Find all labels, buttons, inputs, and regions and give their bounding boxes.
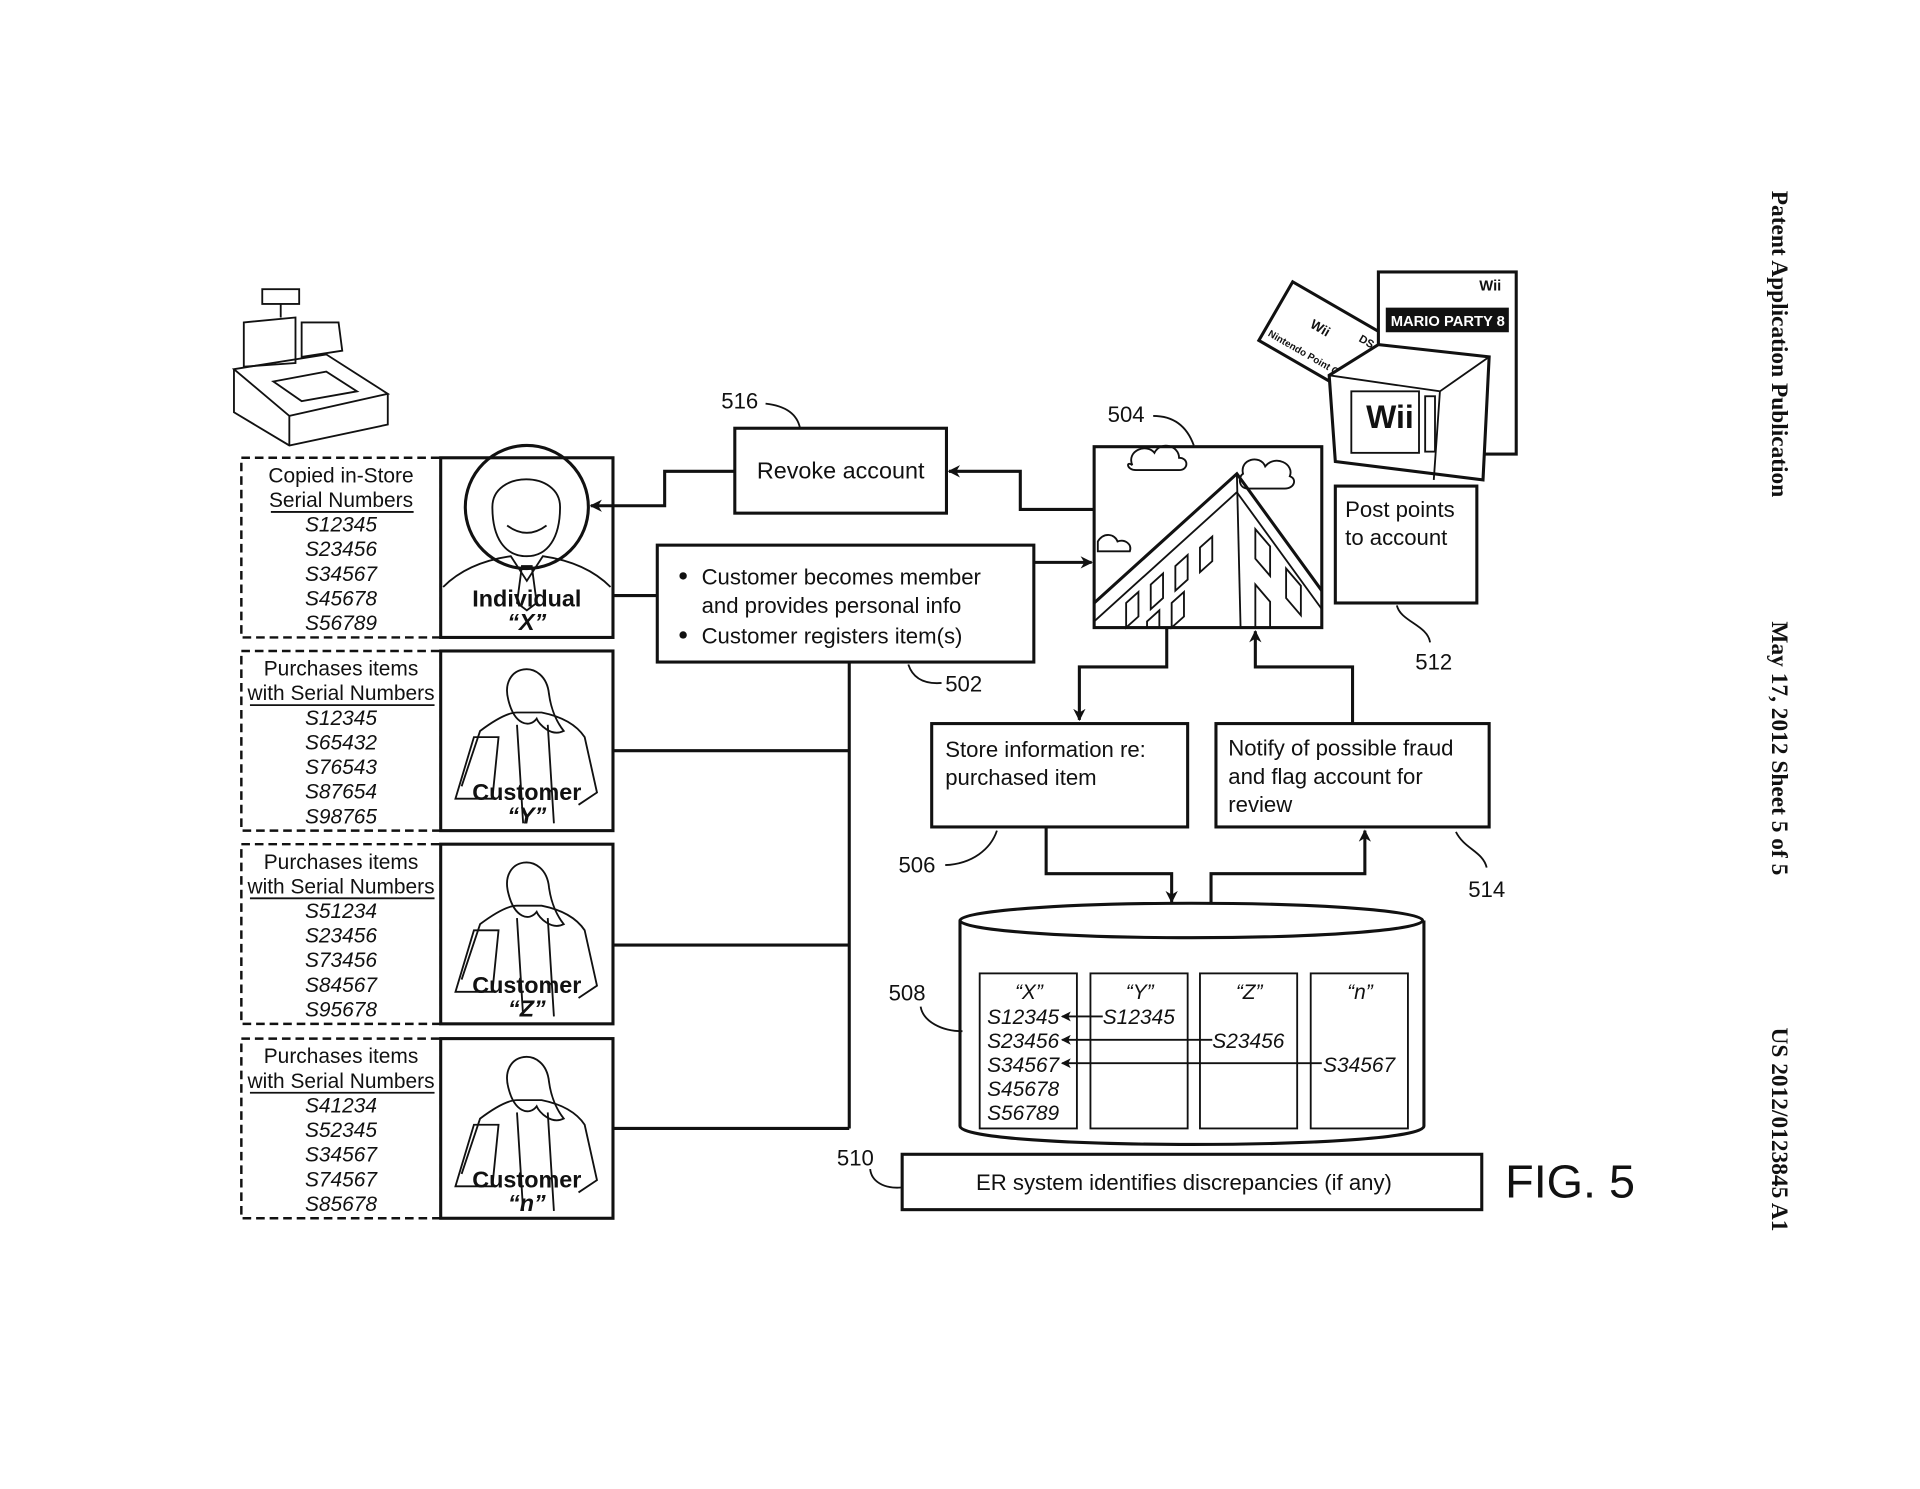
serial-number: S51234 <box>305 900 377 923</box>
serial-number: S12345 <box>305 514 377 537</box>
panel-title-line1: Purchases items <box>264 658 419 681</box>
panel-title-line2: Serial Numbers <box>269 489 413 512</box>
patent-header: Patent Application Publication May 17, 2… <box>1766 191 1792 1232</box>
customer-panels: Copied in-StoreSerial NumbersS12345S2345… <box>241 445 613 1218</box>
serial-number: S73456 <box>305 949 377 972</box>
ref-510: 510 <box>837 1145 874 1170</box>
arrow-to-store-info <box>1079 628 1166 720</box>
serial-number: S74567 <box>305 1168 378 1191</box>
serial-entry: S56789 <box>987 1102 1059 1125</box>
panel-person-label: Customer <box>472 779 581 805</box>
publication-title: Patent Application Publication <box>1766 191 1792 498</box>
panel-person-id: “X” <box>507 609 546 635</box>
office-building-icon: 504 <box>1094 402 1322 628</box>
er-system-box: ER system identifies discrepancies (if a… <box>837 1145 1482 1209</box>
notify-line2: and flag account for <box>1228 764 1422 789</box>
serial-number: S23456 <box>305 538 377 561</box>
post-points-line2: to account <box>1345 525 1447 550</box>
bullet-become-member: Customer becomes member <box>702 565 981 590</box>
notify-line1: Notify of possible fraud <box>1228 736 1453 761</box>
serial-entry: S23456 <box>1212 1030 1284 1053</box>
panel-person-label: Customer <box>472 972 581 998</box>
svg-text:Wii: Wii <box>1479 278 1501 294</box>
post-points-box: Post points to account 512 <box>1335 486 1477 674</box>
panel-title-line2: with Serial Numbers <box>246 682 434 705</box>
serial-number: S84567 <box>305 974 378 997</box>
ref-508: 508 <box>889 980 926 1005</box>
store-info-line2: purchased item <box>945 765 1096 790</box>
revoke-account-box: Revoke account 516 <box>721 389 946 514</box>
customer-panel: Copied in-StoreSerial NumbersS12345S2345… <box>241 445 613 637</box>
serial-entry: S23456 <box>987 1030 1059 1053</box>
panel-person-id: “Y” <box>507 802 546 828</box>
arrow-database-to-notify <box>1211 831 1365 906</box>
notify-line3: review <box>1228 792 1293 817</box>
customer-panel: Purchases itemswith Serial NumbersS12345… <box>241 651 613 831</box>
serial-entry: S34567 <box>1323 1054 1396 1077</box>
ref-502: 502 <box>945 672 982 697</box>
ref-516: 516 <box>721 389 758 414</box>
panel-title-line1: Copied in-Store <box>268 464 413 487</box>
mario-party-logo: MARIO PARTY 8 <box>1391 314 1505 330</box>
database-cylinder: 508 “X”S12345S23456S34567S45678S56789“Y”… <box>889 903 1424 1144</box>
er-system-label: ER system identifies discrepancies (if a… <box>976 1170 1392 1195</box>
date-sheet: May 17, 2012 Sheet 5 of 5 <box>1766 621 1792 875</box>
serial-number: S87654 <box>305 781 377 804</box>
panel-title-line1: Purchases items <box>264 1045 419 1068</box>
panel-connectors <box>613 596 849 1129</box>
panel-person-label: Individual <box>472 586 581 612</box>
figure-label: FIG. 5 <box>1505 1155 1635 1207</box>
column-header: “Y” <box>1126 981 1155 1004</box>
customer-panel: Purchases itemswith Serial NumbersS41234… <box>241 1039 613 1219</box>
serial-number: S34567 <box>305 1144 378 1167</box>
panel-title-line1: Purchases items <box>264 851 419 874</box>
revoke-account-label: Revoke account <box>757 458 925 484</box>
arrow-to-database <box>1046 827 1172 902</box>
cash-register-icon <box>234 289 388 445</box>
store-information-box: Store information re: purchased item 506 <box>898 724 1187 878</box>
serial-entry: S12345 <box>1103 1006 1175 1029</box>
column-header: “Z” <box>1236 981 1264 1004</box>
panel-person-id: “Z” <box>508 995 546 1021</box>
bullet-register-items: Customer registers item(s) <box>702 624 963 649</box>
post-points-line1: Post points <box>1345 497 1455 522</box>
serial-number: S23456 <box>305 925 377 948</box>
serial-entry: S45678 <box>987 1078 1059 1101</box>
serial-number: S12345 <box>305 707 377 730</box>
column-header: “n” <box>1347 981 1374 1004</box>
patent-number: US 2012/0123845 A1 <box>1766 1028 1792 1232</box>
notify-fraud-box: Notify of possible fraud and flag accoun… <box>1216 724 1505 903</box>
wii-logo: Wii <box>1366 399 1414 435</box>
serial-number: S95678 <box>305 998 377 1021</box>
serial-entry: S12345 <box>987 1006 1059 1029</box>
panel-title-line2: with Serial Numbers <box>246 1070 434 1093</box>
serial-number: S98765 <box>305 805 377 828</box>
column-header: “X” <box>1015 981 1044 1004</box>
member-registration-box: Customer becomes member and provides per… <box>657 545 1034 696</box>
arrow-to-revoke <box>949 471 1094 509</box>
panel-person-label: Customer <box>472 1167 581 1193</box>
ref-512: 512 <box>1415 649 1452 674</box>
serial-entry: S34567 <box>987 1054 1060 1077</box>
serial-number: S52345 <box>305 1119 377 1142</box>
store-info-line1: Store information re: <box>945 737 1146 762</box>
serial-number: S65432 <box>305 731 377 754</box>
serial-number: S45678 <box>305 587 377 610</box>
serial-number: S34567 <box>305 563 378 586</box>
customer-panel: Purchases itemswith Serial NumbersS51234… <box>241 844 613 1024</box>
ref-506: 506 <box>898 852 935 877</box>
arrow-notify-to-building <box>1255 631 1352 723</box>
serial-number: S85678 <box>305 1193 377 1216</box>
ref-504: 504 <box>1108 402 1145 427</box>
serial-number: S56789 <box>305 612 377 635</box>
serial-number: S76543 <box>305 756 377 779</box>
bullet-personal-info: and provides personal info <box>702 593 962 618</box>
ref-514: 514 <box>1468 877 1505 902</box>
panel-person-id: “n” <box>508 1190 546 1216</box>
panel-title-line2: with Serial Numbers <box>246 875 434 898</box>
serial-number: S41234 <box>305 1094 377 1117</box>
